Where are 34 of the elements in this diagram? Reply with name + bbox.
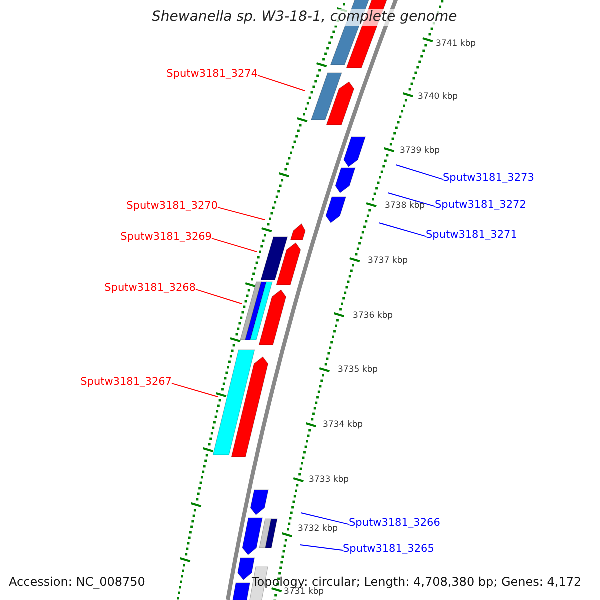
gene-label: Sputw3181_3272 [435,199,526,212]
gene-label: Sputw3181_3266 [349,517,440,530]
gene-label: Sputw3181_3267 [80,376,172,389]
scale-label: 3732 kbp [298,524,338,534]
leader-line [300,512,350,526]
gene-label: Sputw3181_3274 [166,68,258,81]
leader-line [172,383,218,398]
scale-label: 3734 kbp [323,420,364,430]
scale-label: 3731 kbp [284,587,324,598]
leader-line [258,75,306,92]
title: Shewanella sp. W3-18-1, complete genome [150,9,460,26]
scale-label: 3735 kbp [338,365,378,376]
scale-label: 3741 kbp [436,39,476,50]
gene-label: Sputw3181_3265 [343,543,434,556]
scale-label: 3739 kbp [400,146,440,156]
gene-label: Sputw3181_3268 [104,282,196,295]
leader-line [378,222,426,238]
genome-info-text: Topology: circular; Length: 4,708,380 bp; Genes: 4,172 [252,575,582,589]
leader-line [300,544,344,552]
scale-label: 3733 kbp [309,475,350,486]
gene-label: Sputw3181_3269 [120,231,212,244]
scale-label: 3737 kbp [368,256,408,266]
gene-label: Sputw3181_3273 [443,172,534,185]
scale-label: 3736 kbp [353,311,394,322]
leader-line [388,192,436,208]
leader-line [212,238,258,252]
scale-label: 3738 kbp [385,201,426,212]
leader-line [196,289,242,304]
gene-label: Sputw3181_3271 [426,229,518,242]
scale-label: 3740 kbp [418,92,458,102]
leader-line [396,164,444,180]
gene-label: Sputw3181_3270 [126,200,218,213]
accession-text: Accession: NC_008750 [9,575,146,590]
leader-line [218,207,266,220]
